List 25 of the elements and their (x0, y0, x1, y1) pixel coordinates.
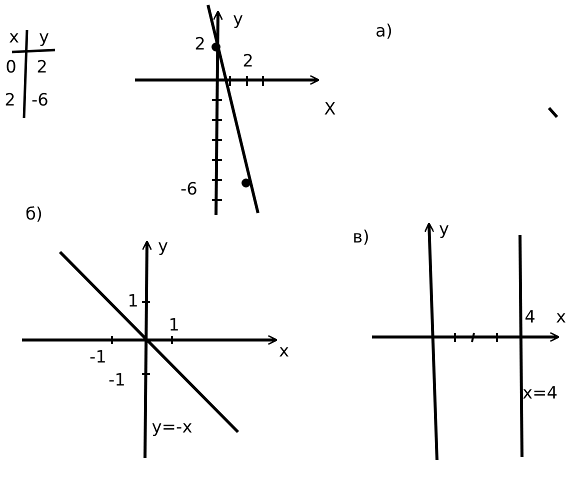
axis-label: x (8, 30, 20, 46)
axis-label: -6 (180, 182, 198, 198)
axis-label: 2 (36, 60, 48, 76)
axis-label: 1 (168, 318, 180, 334)
axis-label: -1 (108, 372, 126, 390)
axis-label: y (232, 12, 244, 28)
axis-label: 4 (524, 310, 536, 326)
axis-label: x=4 (522, 386, 558, 402)
axis-label: y (158, 238, 168, 256)
axis-label: а) (375, 24, 393, 40)
axis-label: -6 (32, 92, 48, 110)
axis-label: 0 (6, 60, 16, 76)
axis-label: -1 (90, 350, 106, 366)
axis-label: x (278, 344, 290, 360)
axis-label: 1 (128, 294, 138, 310)
axis-label: 2 (194, 36, 206, 54)
axis-label: x (556, 310, 566, 326)
axis-label: y (438, 222, 450, 238)
axis-label: б) (25, 206, 43, 224)
axis-label: y=-x (152, 420, 192, 436)
axis-label: X (324, 102, 336, 118)
axis-label: 2 (242, 54, 254, 70)
axis-label: в) (352, 230, 370, 246)
axis-label: 2 (4, 92, 16, 110)
axis-label: y (38, 30, 50, 46)
